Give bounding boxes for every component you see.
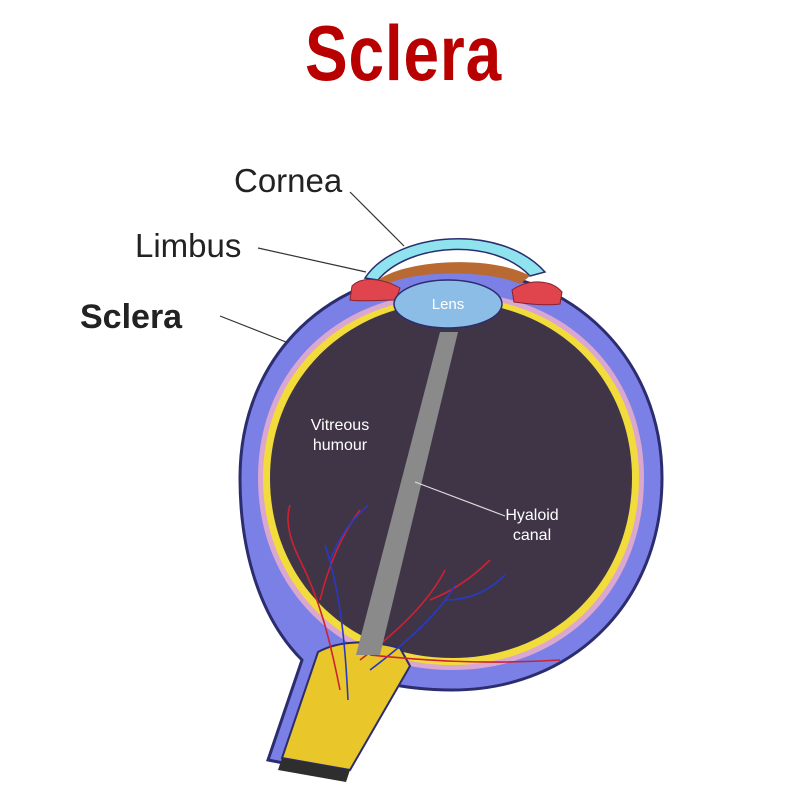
lens	[393, 279, 503, 329]
label-lens: Lens	[432, 296, 465, 313]
cornea	[363, 238, 547, 281]
label-hyaloid-line2: canal	[513, 527, 551, 544]
label-sclera: Sclera	[80, 298, 183, 336]
label-vitreous-line2: humour	[313, 437, 368, 454]
label-vitreous-line1: Vitreous	[311, 417, 369, 434]
blood-vessels	[287, 504, 561, 701]
label-cornea: Cornea	[234, 162, 343, 199]
iris	[378, 262, 530, 284]
label-hyaloid-line1: Hyaloid	[505, 507, 558, 524]
hyaloid-canal	[356, 332, 458, 655]
page-title: Sclera	[305, 9, 502, 97]
vitreous-body	[270, 302, 632, 658]
ciliary-body-right	[511, 281, 563, 306]
label-limbus: Limbus	[135, 227, 241, 264]
optic-nerve-end	[278, 758, 350, 782]
leader-lines	[219, 191, 506, 517]
